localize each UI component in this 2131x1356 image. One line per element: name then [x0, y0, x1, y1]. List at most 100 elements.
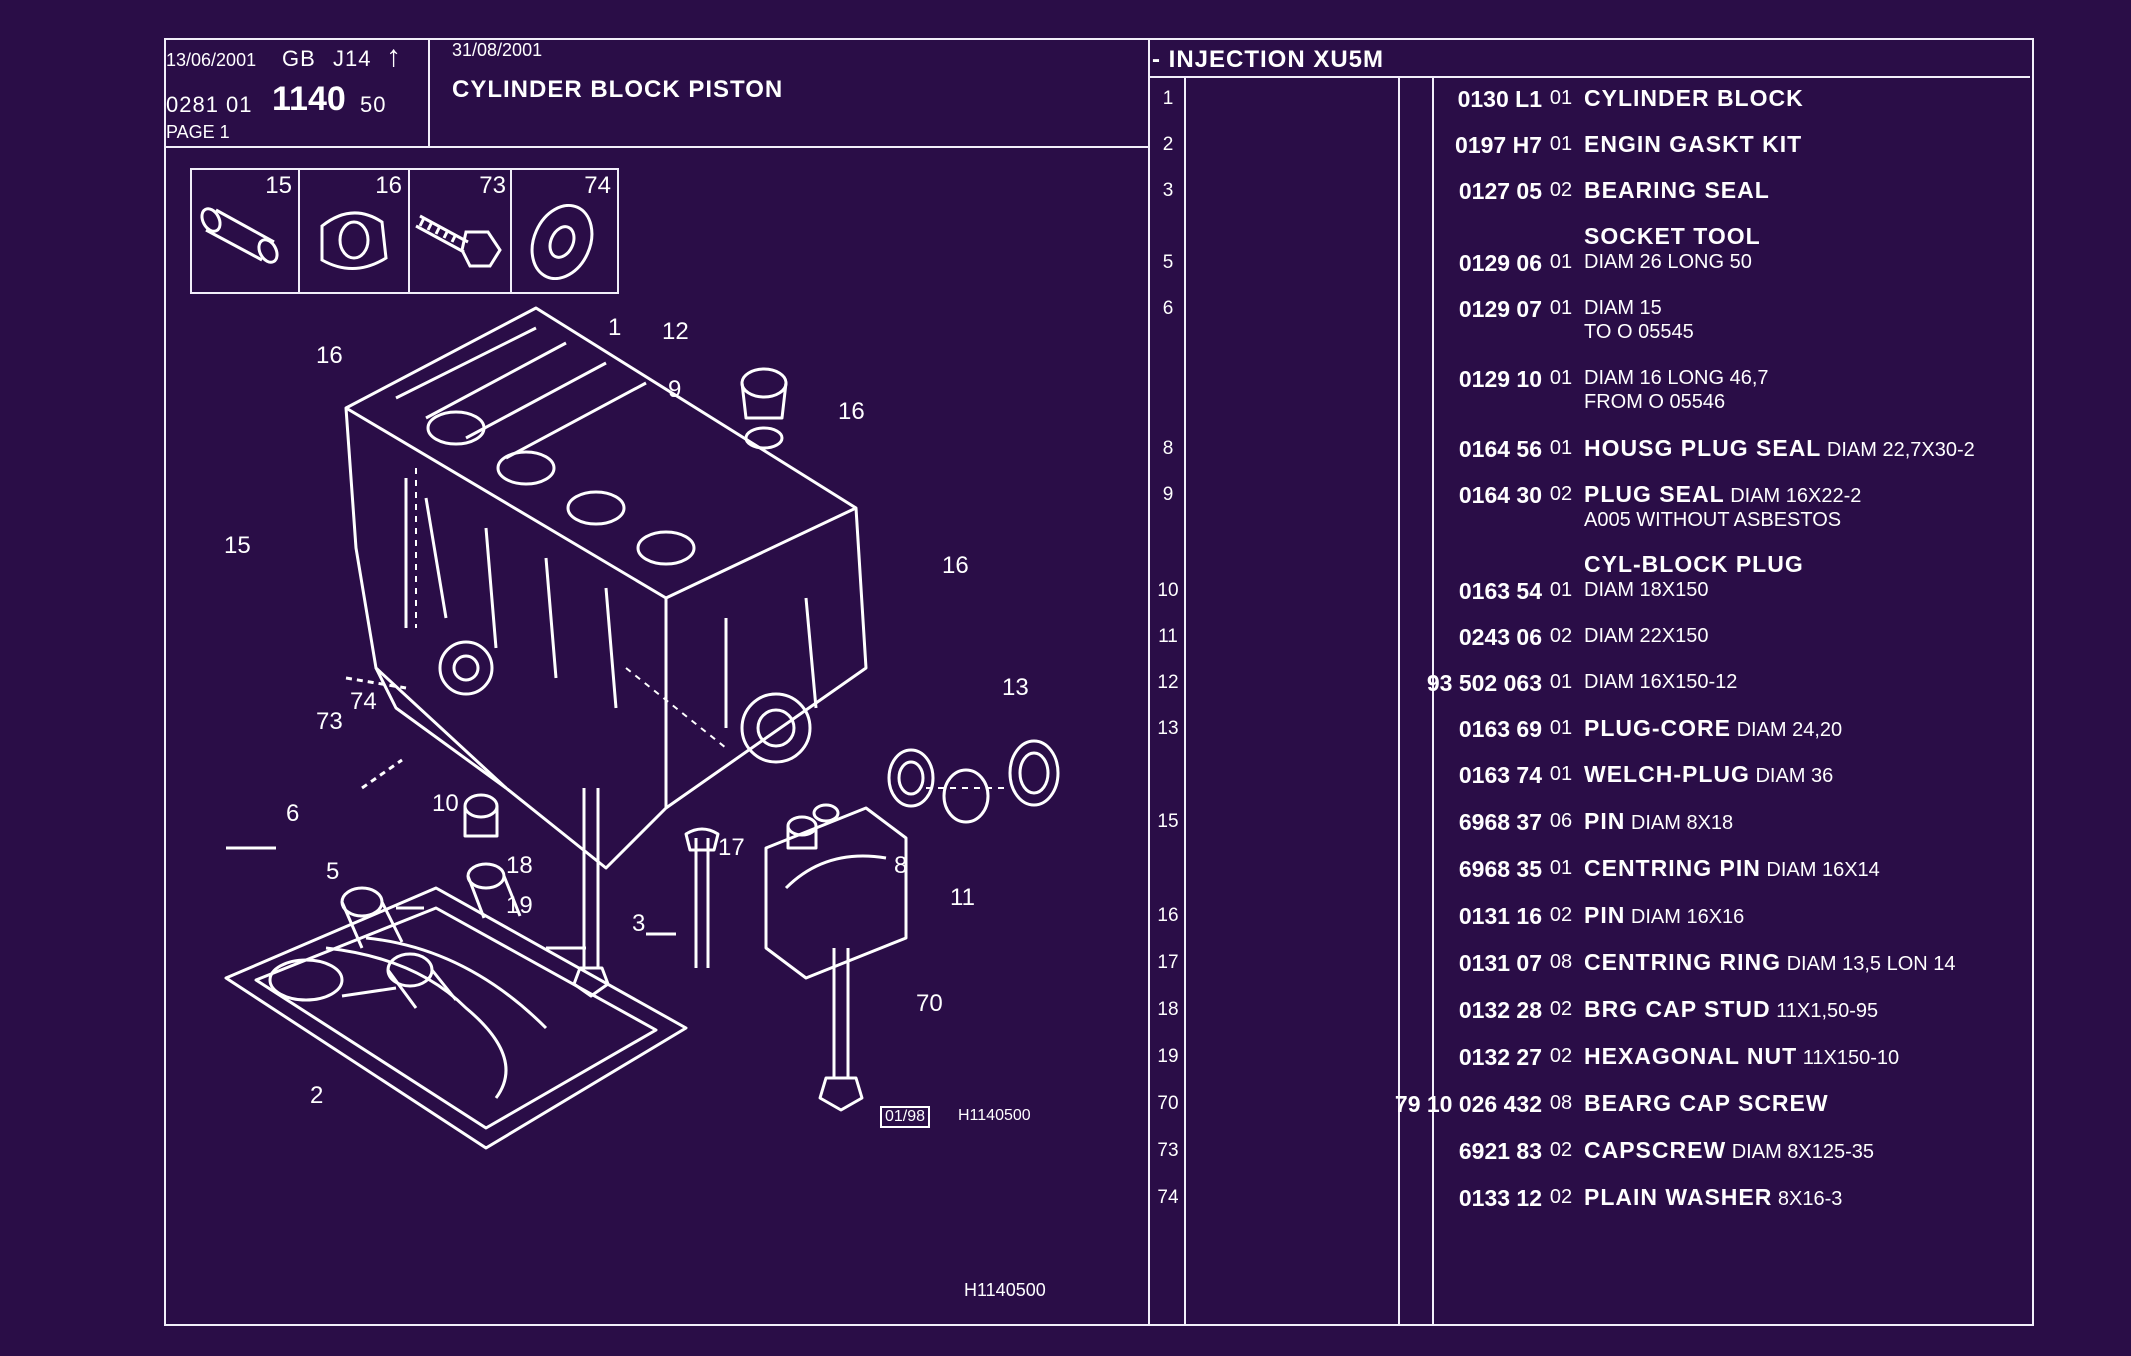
part-spec: DIAM 8X125-35	[1731, 1141, 1875, 1163]
header-vertical-divider	[428, 38, 430, 148]
part-name: BEARG CAP SCREW	[1584, 1090, 1829, 1116]
part-ref: 6968 37	[1458, 809, 1542, 835]
callout-16-b: 16	[838, 398, 865, 425]
part-desc: PLUG-CORE DIAM 24,20	[1584, 716, 1842, 742]
thumb-cell-15: 15	[192, 170, 300, 292]
pin-icon	[200, 207, 279, 264]
part-desc: ENGIN GASKT KIT	[1584, 132, 1802, 158]
callout-6: 6	[286, 800, 300, 827]
part-qty: 01	[1549, 671, 1573, 693]
print-date: 13/06/2001	[166, 50, 257, 70]
part-desc: CYL-BLOCK PLUG	[1584, 552, 1804, 578]
part-name: WELCH-PLUG	[1584, 761, 1750, 787]
callout-17: 17	[718, 834, 745, 861]
part-ref: 0243 06	[1458, 624, 1542, 650]
ref-main: 1140	[272, 80, 346, 118]
part-spec: DIAM 16X14	[1766, 859, 1880, 881]
callout-11: 11	[950, 884, 975, 911]
part-qty: 02	[1549, 179, 1573, 201]
thumb-cell-16: 16	[300, 170, 410, 292]
callout-3: 3	[632, 910, 646, 937]
part-ref: 0164 30	[1458, 482, 1542, 508]
part-qty: 01	[1549, 367, 1573, 389]
part-desc: BRG CAP STUD 11X1,50-95	[1584, 997, 1878, 1023]
part-index: 2	[1162, 134, 1174, 155]
callout-9: 9	[668, 376, 682, 403]
part-name: SOCKET TOOL	[1584, 223, 1761, 249]
up-arrow-icon: ↑	[386, 40, 402, 73]
part-name: CENTRING PIN	[1584, 855, 1761, 881]
part-note: FROM O 05546	[1584, 391, 1726, 413]
callout-73: 73	[316, 708, 343, 735]
part-index: 9	[1162, 484, 1174, 505]
part-qty: 01	[1549, 87, 1573, 109]
part-spec: DIAM 13,5 LON 14	[1786, 953, 1956, 975]
part-desc: BEARING SEAL	[1584, 178, 1770, 204]
part-index: 74	[1157, 1187, 1179, 1208]
thumb-label: 73	[479, 172, 506, 199]
part-spec: DIAM 22,7X30-2	[1826, 439, 1975, 461]
part-name: BRG CAP STUD	[1584, 996, 1771, 1022]
part-name: CAPSCREW	[1584, 1137, 1727, 1163]
callout-1: 1	[608, 314, 622, 341]
part-spec: DIAM 18X150	[1584, 579, 1709, 601]
page-number: PAGE 1	[166, 122, 230, 142]
part-desc: CENTRING RING DIAM 13,5 LON 14	[1584, 950, 1956, 976]
part-spec: DIAM 16 LONG 46,7	[1584, 367, 1769, 389]
part-spec: DIAM 16X16	[1630, 906, 1745, 928]
part-ref: 0129 06	[1458, 250, 1542, 276]
col-divider-no	[1184, 76, 1186, 1324]
part-qty: 02	[1549, 625, 1573, 647]
washer-icon	[530, 203, 594, 281]
part-row: 0163 74 01 WELCH-PLUG DIAM 36	[1150, 756, 2030, 796]
part-index: 6	[1162, 298, 1174, 319]
part-name: ENGIN GASKT KIT	[1584, 131, 1803, 157]
part-desc: PIN DIAM 16X16	[1584, 903, 1744, 929]
part-qty: 02	[1549, 998, 1573, 1020]
header-divider	[164, 146, 1148, 148]
part-desc: CENTRING PIN DIAM 16X14	[1584, 856, 1880, 882]
part-qty: 02	[1549, 1186, 1573, 1208]
callout-13: 13	[1002, 674, 1029, 701]
part-ref: 0131 07	[1458, 950, 1542, 976]
part-desc: DIAM 18X150	[1584, 578, 1709, 602]
part-note: A005 WITHOUT ASBESTOS	[1584, 509, 1842, 531]
part-qty: 02	[1549, 1045, 1573, 1067]
oil-pan-gasket	[224, 886, 688, 1150]
col-divider-ref	[1398, 76, 1400, 1324]
part-ref: 79 10 026 432	[1394, 1091, 1542, 1117]
part-ref: 0197 H7	[1455, 132, 1542, 158]
part-index: 17	[1157, 952, 1179, 973]
part-qty: 01	[1549, 579, 1573, 601]
part-ref: 0163 74	[1458, 762, 1542, 788]
part-desc: CYLINDER BLOCK	[1584, 86, 1804, 112]
part-qty: 02	[1549, 483, 1573, 505]
thumb-label: 16	[375, 172, 402, 199]
thumb-label: 74	[584, 172, 611, 199]
part-row: 19 0132 27 02 HEXAGONAL NUT 11X150-10	[1150, 1038, 2030, 1078]
part-qty: 01	[1549, 133, 1573, 155]
part-name: CENTRING RING	[1584, 949, 1781, 975]
bushing-icon	[320, 211, 388, 270]
callout-19: 19	[506, 892, 533, 919]
footer-code: H1140500	[964, 1280, 1046, 1300]
part-ref: 6921 83	[1458, 1138, 1542, 1164]
part-row: 3 0127 05 02 BEARING SEAL	[1150, 172, 2030, 212]
callout-16-c: 16	[942, 552, 969, 579]
thumb-cell-73: 73	[410, 170, 512, 292]
part-index: 18	[1157, 999, 1179, 1020]
callout-12: 12	[662, 318, 689, 345]
col-divider-qty	[1432, 76, 1434, 1324]
section-title: - INJECTION XU5M	[1152, 46, 1385, 73]
part-ref: 0163 69	[1458, 716, 1542, 742]
bearing-cap	[764, 806, 908, 980]
page-title: CYLINDER BLOCK PISTON	[452, 76, 784, 103]
part-note: TO O 05545	[1584, 321, 1694, 343]
callout-5: 5	[326, 858, 340, 885]
part-ref: 0129 07	[1458, 296, 1542, 322]
part-spec: DIAM 22X150	[1584, 625, 1709, 647]
part-spec: DIAM 16X22-2	[1730, 485, 1862, 507]
